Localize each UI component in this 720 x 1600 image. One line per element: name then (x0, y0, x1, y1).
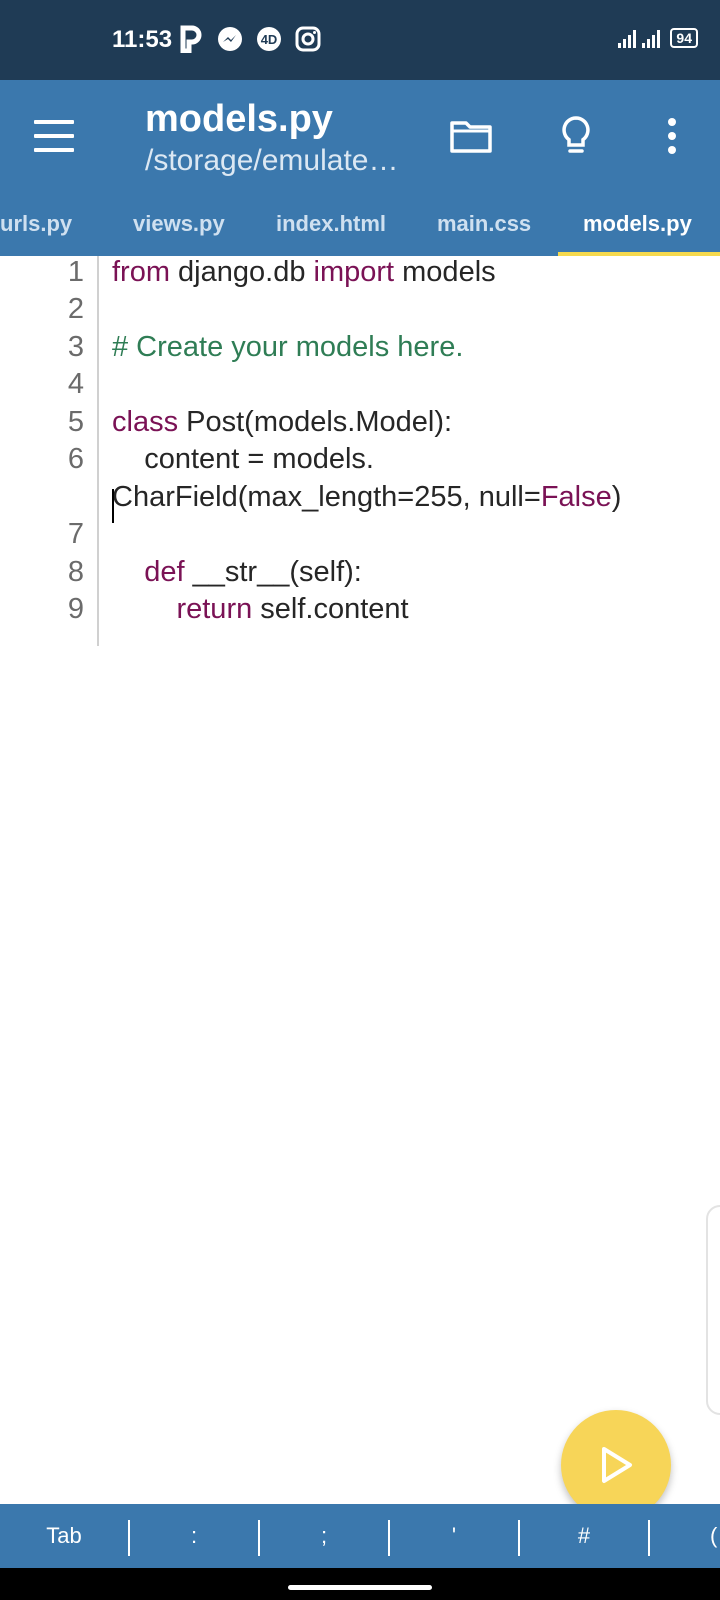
code-text: django.db (170, 256, 314, 288)
indent (112, 593, 176, 625)
file-tabs: urls.py views.py index.html main.css mod… (0, 192, 720, 256)
symbol-bar: Tab : ; ' # ( (0, 1504, 720, 1568)
key-separator (128, 1520, 130, 1556)
status-right: 94 (618, 28, 698, 48)
line-number: 7 (67, 518, 84, 550)
keyword: return (176, 593, 253, 625)
menu-button[interactable] (34, 116, 74, 156)
run-button[interactable] (561, 1410, 671, 1520)
code-line-5: class Post(models.Model): (112, 406, 452, 439)
app-bar: models.py /storage/emulate… (0, 80, 720, 192)
more-options-button[interactable] (644, 108, 700, 164)
tab-urls-py[interactable]: urls.py (0, 211, 73, 236)
indent (112, 556, 144, 588)
tab-index-html[interactable]: index.html (276, 211, 387, 236)
code-editor[interactable]: 1 2 3 4 5 6 7 8 9 from django.db import … (0, 256, 720, 1504)
key-hash[interactable]: # (577, 1523, 591, 1548)
keyword: def (144, 556, 185, 588)
line-number: 2 (67, 293, 84, 325)
messenger-icon (216, 24, 244, 54)
signal-icon (642, 28, 661, 48)
active-tab-indicator (558, 252, 720, 256)
keyword: from (112, 256, 170, 288)
lightbulb-icon (562, 116, 590, 153)
svg-text:4D: 4D (261, 32, 278, 47)
tips-button[interactable] (548, 108, 604, 164)
code-text: models (394, 256, 496, 288)
key-tab[interactable]: Tab (46, 1523, 82, 1548)
line-number: 9 (67, 593, 84, 625)
key-separator (648, 1520, 650, 1556)
line-number: 6 (67, 443, 84, 475)
code-line-6: content = models. (112, 443, 374, 475)
keyword: import (313, 256, 395, 288)
more-vert-icon (668, 118, 676, 154)
key-colon[interactable]: : (190, 1523, 198, 1548)
system-nav-bar (0, 1568, 720, 1600)
line-number: 5 (67, 406, 84, 438)
open-folder-button[interactable] (443, 108, 499, 164)
tab-main-css[interactable]: main.css (437, 211, 532, 236)
line-number: 3 (67, 331, 84, 363)
code-line-3: # Create your models here. (112, 331, 464, 363)
parking-p-icon (180, 24, 204, 54)
key-semicolon[interactable]: ; (320, 1523, 328, 1548)
file-title: models.py (145, 98, 333, 140)
code-line-6-wrap: CharField(max_length=255, null=False) (112, 481, 621, 514)
signal-icon (618, 28, 637, 48)
line-number: 8 (67, 556, 84, 588)
play-icon (602, 1447, 632, 1483)
folder-icon (450, 121, 492, 153)
battery-icon: 94 (670, 28, 698, 48)
tab-views-py[interactable]: views.py (133, 211, 225, 236)
code-text: CharField(max_length=255, null= (112, 481, 541, 513)
text-cursor (112, 489, 114, 523)
code-line-9: return self.content (112, 593, 409, 626)
key-separator (518, 1520, 520, 1556)
gutter-divider (97, 256, 99, 646)
keyword: False (540, 481, 612, 513)
code-text: ) (611, 481, 622, 513)
status-bar: 11:53 4D 94 (0, 0, 720, 80)
line-number: 1 (67, 256, 84, 288)
code-text: __str__(self): (184, 556, 362, 588)
line-number: 4 (67, 368, 84, 400)
side-panel-handle[interactable] (706, 1205, 720, 1415)
code-text: self.content (252, 593, 409, 625)
code-text: Post(models.Model): (178, 406, 453, 438)
code-line-8: def __str__(self): (112, 556, 362, 589)
status-time: 11:53 (112, 26, 173, 53)
key-separator (388, 1520, 390, 1556)
keyword: class (112, 406, 179, 438)
key-quote[interactable]: ' (451, 1523, 457, 1548)
instagram-icon (294, 24, 322, 54)
menu-icon (34, 120, 74, 124)
file-path: /storage/emulate… (145, 144, 399, 177)
key-separator (258, 1520, 260, 1556)
key-paren-open[interactable]: ( (710, 1523, 718, 1548)
home-gesture-pill[interactable] (288, 1585, 432, 1590)
code-line-1: from django.db import models (112, 256, 496, 289)
tab-models-py[interactable]: models.py (583, 211, 692, 236)
4d-icon: 4D (254, 24, 284, 54)
